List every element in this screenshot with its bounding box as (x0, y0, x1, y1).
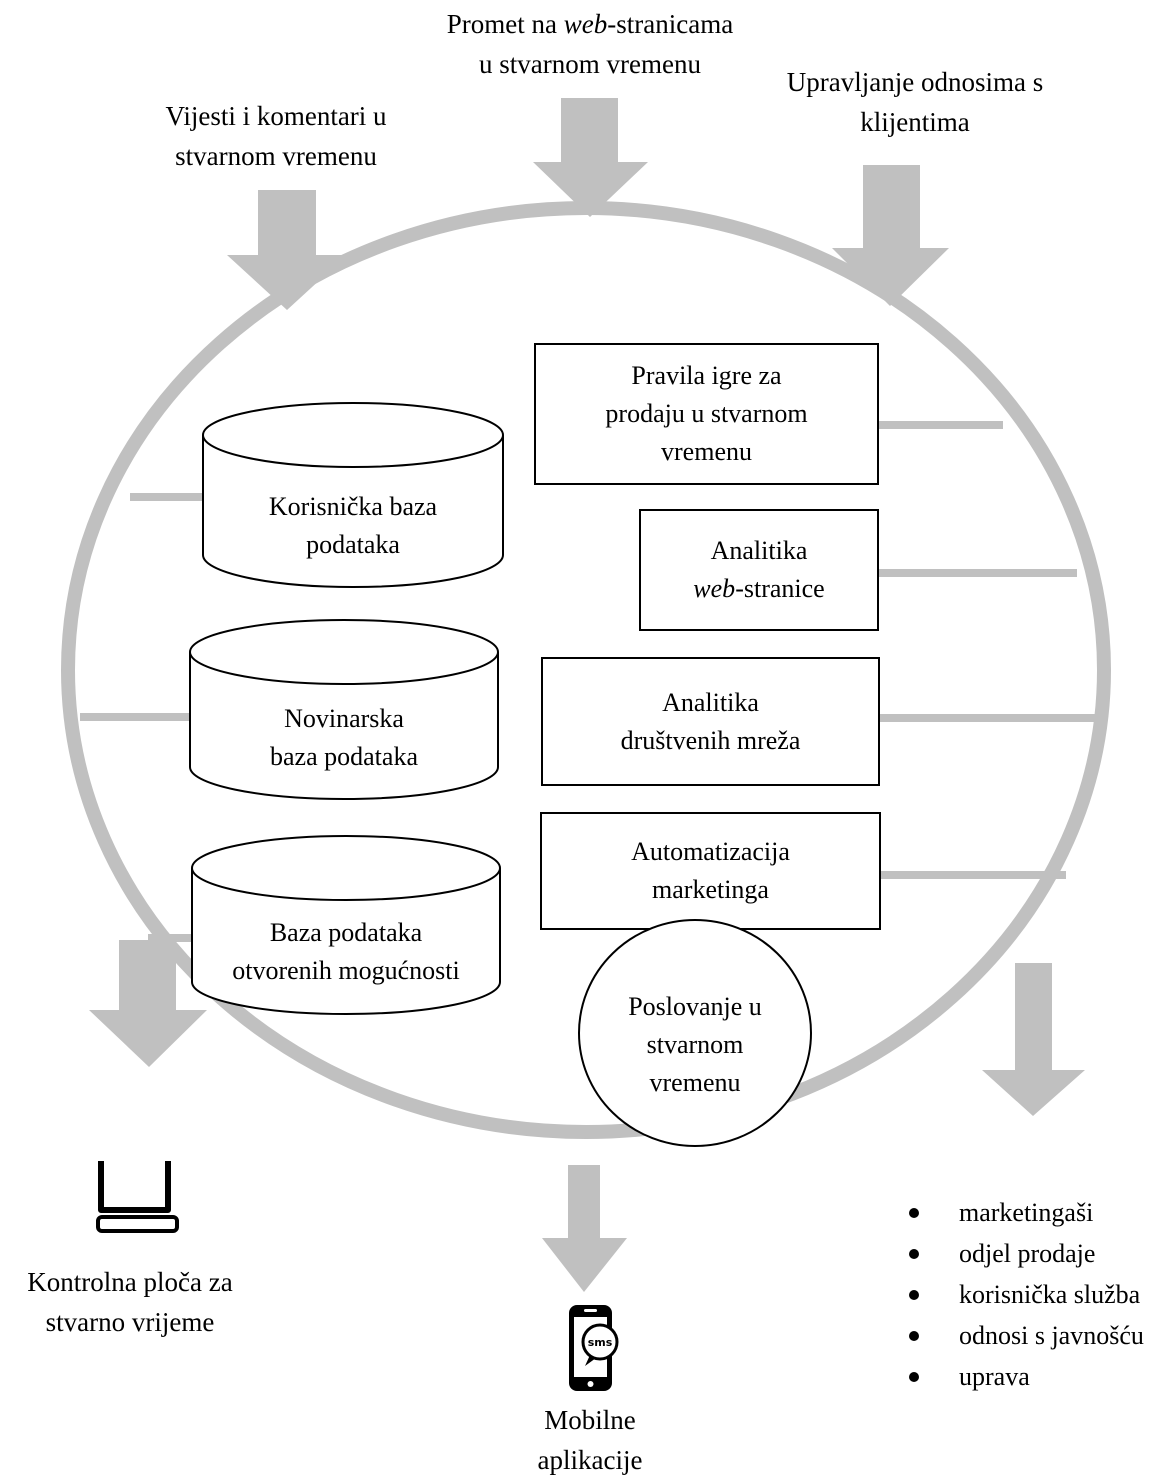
module-label-web-analytics-line1: Analitika (710, 536, 808, 565)
center-label-line2: stvarnom (646, 1030, 744, 1059)
module-label-sales-rules-line1: Pravila igre za (631, 361, 782, 390)
module-label-sales-rules-line3: vremenu (661, 437, 752, 466)
box-marketing-automation (540, 812, 881, 930)
input-arrow-news (227, 190, 347, 310)
input-label-crm-line2: klijentima (860, 107, 970, 137)
module-label-sales-rules: Pravila igre za prodaju u stvarnom vreme… (535, 344, 878, 484)
output-label-mobile-line2: aplikacije (537, 1445, 643, 1475)
module-label-social-analytics-line1: Analitika (662, 687, 759, 717)
box-social-analytics (541, 657, 880, 786)
database-cylinder-users (202, 402, 504, 588)
sms-badge: sms (588, 1336, 613, 1349)
input-label-web-traffic-line1: Promet na web-stranicama (400, 4, 780, 44)
output-arrow-mobile (542, 1165, 627, 1292)
module-label-web-analytics: Analitika web-stranice (640, 510, 878, 630)
module-label-sales-rules-line2: prodaju u stvarnom (605, 399, 808, 428)
team-list-item: marketingaši (905, 1192, 1144, 1233)
input-arrow-web-traffic (533, 98, 648, 217)
box-web-analytics (639, 509, 879, 631)
database-label-users-line2: podataka (306, 530, 400, 559)
module-label-web-analytics-line2: web-stranice (693, 570, 824, 608)
database-label-users: Korisnička baza podataka (203, 476, 503, 576)
output-label-mobile-line1: Mobilne (544, 1405, 636, 1435)
module-label-marketing-automation-line1: Automatizacija (631, 837, 790, 866)
web-traffic-prefix: Promet na (446, 9, 564, 39)
database-label-journalists: Novinarska baza podataka (190, 688, 498, 788)
output-arrow-dashboard (89, 940, 207, 1067)
sms-phone-icon: sms (569, 1305, 619, 1391)
database-label-opportunities: Baza podataka otvorenih mogućnosti (192, 902, 500, 1002)
module-label-social-analytics-line2: društvenih mreža (620, 725, 801, 755)
team-list: marketingaši odjel prodaje korisnička sl… (905, 1192, 1144, 1397)
database-cylinder-journalists (189, 619, 499, 800)
module-label-marketing-automation: Automatizacija marketinga (541, 813, 880, 929)
center-label-line3: vremenu (649, 1068, 741, 1097)
center-circle (578, 919, 812, 1147)
database-label-journalists-line1: Novinarska (284, 704, 404, 733)
input-label-web-traffic: Promet na web-stranicama u stvarnom vrem… (400, 4, 780, 84)
web-analytics-suffix: -stranice (735, 574, 825, 603)
web-traffic-suffix: -stranicama (607, 9, 734, 39)
laptop-icon (96, 1161, 179, 1233)
team-list-item: korisnička služba (905, 1274, 1144, 1315)
center-label-line1: Poslovanje u (628, 992, 762, 1021)
output-label-dashboard-line1: Kontrolna ploča za (27, 1267, 233, 1297)
input-label-news: Vijesti i komentari u stvarnom vremenu (120, 96, 432, 176)
output-arrow-teams (982, 963, 1085, 1116)
module-label-marketing-automation-line2: marketinga (652, 875, 769, 904)
input-label-web-traffic-line2: u stvarnom vremenu (479, 49, 701, 79)
input-label-crm: Upravljanje odnosima s klijentima (745, 62, 1085, 142)
database-label-journalists-line2: baza podataka (270, 742, 418, 771)
web-traffic-italic: web (563, 9, 608, 39)
output-label-mobile: Mobilne aplikacije (480, 1400, 700, 1480)
team-list-item: odjel prodaje (905, 1233, 1144, 1274)
output-label-dashboard: Kontrolna ploča za stvarno vrijeme (0, 1262, 260, 1342)
input-label-crm-line1: Upravljanje odnosima s (786, 67, 1044, 97)
database-label-opportunities-line2: otvorenih mogućnosti (232, 956, 460, 985)
database-label-opportunities-line1: Baza podataka (269, 918, 423, 947)
box-sales-rules (534, 343, 879, 485)
database-label-users-line1: Korisnička baza (268, 492, 438, 521)
input-label-news-line1: Vijesti i komentari u (165, 101, 387, 131)
module-label-social-analytics: Analitika društvenih mreža (542, 658, 879, 785)
input-arrow-crm (832, 165, 949, 306)
database-cylinder-opportunities (191, 835, 501, 1015)
team-list-item: odnosi s javnošću (905, 1315, 1144, 1356)
output-label-dashboard-line2: stvarno vrijeme (45, 1307, 215, 1337)
input-label-news-line2: stvarnom vremenu (175, 141, 377, 171)
web-analytics-italic: web (693, 574, 736, 603)
team-list-item: uprava (905, 1356, 1144, 1397)
center-label: Poslovanje u stvarnom vremenu (579, 980, 811, 1110)
